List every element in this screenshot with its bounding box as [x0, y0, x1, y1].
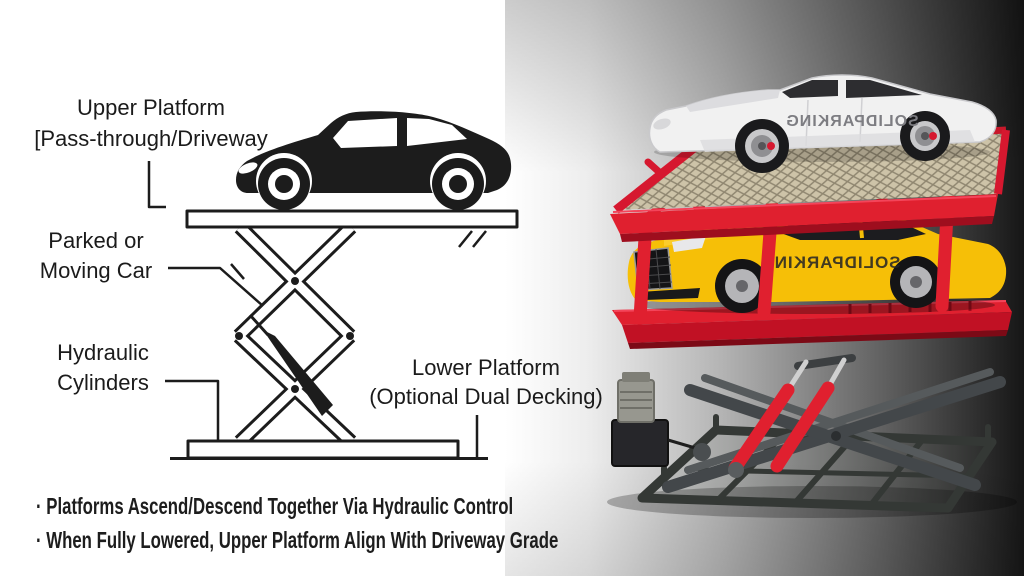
- hydraulic-cylinders-label: Cylinders: [57, 370, 149, 395]
- schematic-hydraulic-cylinder: [248, 313, 333, 416]
- schematic-labels: Upper Platform [Pass-through/Driveway Pa…: [34, 95, 603, 409]
- parked-car-leader-tick: [230, 263, 245, 280]
- car-silhouette: [236, 111, 512, 210]
- note-line-2: · When Fully Lowered, Upper Platform Ali…: [36, 529, 558, 554]
- note-text: · Platforms Ascend/Descend Together Via …: [36, 495, 513, 520]
- parked-car-label: Moving Car: [40, 258, 152, 283]
- scissor-pivot-dots: [235, 277, 354, 393]
- hydraulic-cylinder-photo: [728, 383, 795, 475]
- upper-car-front-wheel: [735, 119, 789, 173]
- product-photo: SOLIDPARKING: [505, 0, 1024, 576]
- lower-car-front-wheel: [715, 259, 769, 313]
- schematic-upper-platform: [185, 209, 519, 229]
- schematic-scissor-arms: [233, 221, 357, 448]
- lower-car-livery-text: SOLIDPARKING: [759, 253, 900, 272]
- upper-platform-label: Upper Platform: [77, 95, 225, 120]
- parked-car-label: Parked or: [48, 228, 143, 253]
- upper-car: SOLIDPARKING: [648, 74, 997, 173]
- lower-car-rear-wheel: [890, 256, 942, 308]
- upper-car-rear-wheel: [900, 111, 950, 161]
- driveway-hatch-marks: [458, 230, 487, 248]
- lower-car-headlight: [672, 236, 706, 252]
- upper-car-livery-text: SOLIDPARKING: [785, 113, 918, 130]
- note-text: · When Fully Lowered, Upper Platform Ali…: [36, 529, 558, 554]
- lower-platform-label: (Optional Dual Decking): [369, 384, 603, 409]
- lift-scissor-arms: [662, 354, 1006, 493]
- upper-car-windows: [782, 80, 838, 98]
- hydraulic-cylinder-photo: [770, 381, 835, 473]
- schematic-lower-platform: [186, 439, 460, 460]
- upper-platform-leader-line: [147, 161, 166, 209]
- hydraulic-leader-line: [165, 379, 220, 440]
- lower-platform-label: Lower Platform: [412, 355, 560, 380]
- parked-car-leader-line: [168, 266, 264, 307]
- hydraulic-cylinders-label: Hydraulic: [57, 340, 149, 365]
- upper-car-windows: [846, 80, 922, 98]
- upper-platform-label: [Pass-through/Driveway: [34, 126, 268, 151]
- note-line-1: · Platforms Ascend/Descend Together Via …: [36, 495, 513, 520]
- schematic-diagram: Upper Platform [Pass-through/Driveway Pa…: [34, 95, 603, 554]
